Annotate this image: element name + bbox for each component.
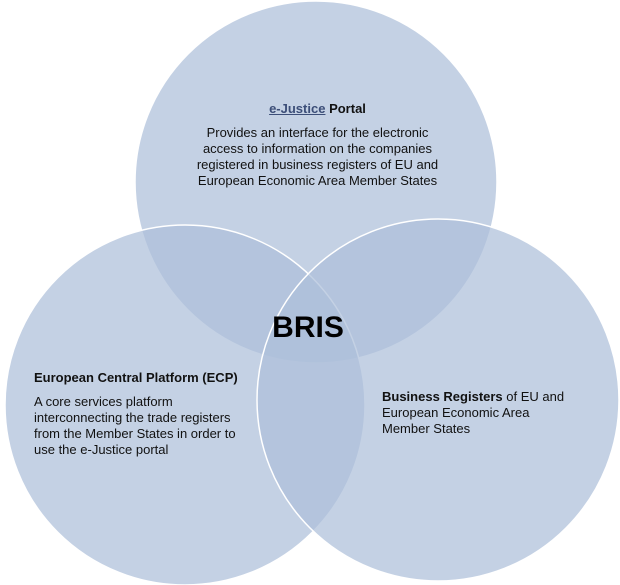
description-line: registered in business registers of EU a… bbox=[196, 157, 439, 172]
description-line: of EU and bbox=[502, 389, 565, 404]
circle-business-registers bbox=[256, 218, 620, 582]
portal-title-suffix: Portal bbox=[325, 101, 366, 116]
bris-center-label: BRIS bbox=[272, 311, 344, 344]
e-justice-portal-title: e-Justice Portal bbox=[175, 101, 460, 117]
business-registers-block: Business Registers of EU and European Ec… bbox=[382, 389, 582, 437]
ecp-block: European Central Platform (ECP) A core s… bbox=[34, 370, 264, 458]
e-justice-portal-block: e-Justice Portal Provides an interface f… bbox=[175, 101, 460, 189]
description-line: access to information on the companies bbox=[202, 141, 433, 156]
description-line: European Economic Area Member States bbox=[197, 173, 438, 188]
business-registers-title: Business Registers bbox=[382, 389, 503, 404]
ecp-title: European Central Platform (ECP) bbox=[34, 370, 238, 385]
description-line: Member States bbox=[382, 421, 471, 436]
e-justice-link[interactable]: e-Justice bbox=[269, 101, 326, 116]
description-line: use the e-Justice portal bbox=[34, 442, 169, 457]
description-line: European Economic Area bbox=[382, 405, 530, 420]
e-justice-portal-description: Provides an interface for the electronic… bbox=[175, 125, 460, 189]
description-line: from the Member States in order to bbox=[34, 426, 236, 441]
description-line: A core services platform bbox=[34, 394, 173, 409]
description-line: interconnecting the trade registers bbox=[34, 410, 231, 425]
ecp-description: A core services platform interconnecting… bbox=[34, 394, 264, 458]
business-registers-line-1: Business Registers of EU and bbox=[382, 389, 582, 405]
description-line: Provides an interface for the electronic bbox=[206, 125, 429, 140]
